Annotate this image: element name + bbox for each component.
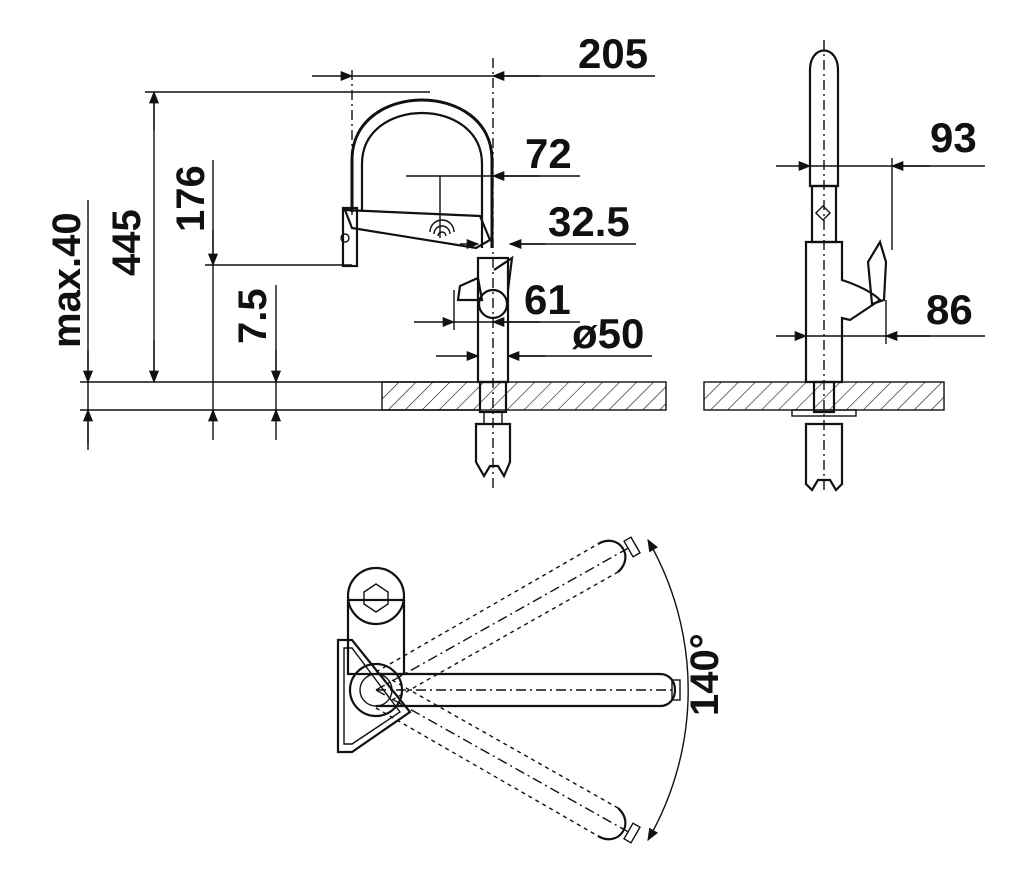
dim-7-5: 7.5 (231, 288, 275, 344)
top-spout-center (376, 672, 681, 708)
dim-86: 86 (926, 286, 973, 333)
side-faucet-body (791, 49, 888, 492)
dim-72: 72 (525, 130, 572, 177)
front-view: 205 72 32.5 61 ø50 445 176 7.5 max.40 (45, 30, 667, 490)
top-view: 140° (336, 536, 727, 844)
front-faucet-body (340, 98, 514, 479)
dim-93: 93 (930, 114, 977, 161)
dim-176: 176 (169, 165, 213, 232)
dim-205: 205 (578, 30, 648, 77)
dim-diameter-50: ø50 (572, 310, 644, 357)
top-spout-upper (375, 536, 641, 701)
top-spout-lower (375, 679, 641, 844)
dim-max-40: max.40 (45, 212, 89, 348)
dim-32-5: 32.5 (548, 198, 630, 245)
side-view: 93 86 (703, 40, 985, 492)
dim-445: 445 (105, 209, 149, 276)
front-worktop (381, 381, 667, 411)
top-mounting-plate (336, 638, 412, 754)
dim-swivel-angle: 140° (683, 633, 727, 716)
dim-61: 61 (524, 276, 571, 323)
